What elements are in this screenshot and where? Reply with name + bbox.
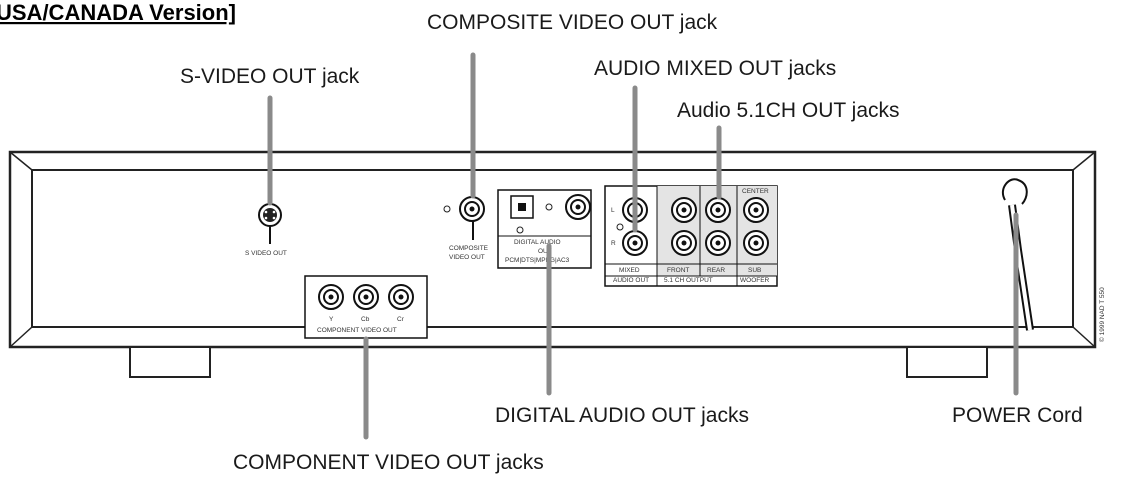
mixed-audio-r-jack: [622, 230, 648, 256]
rear-r-jack: [705, 230, 731, 256]
mixed-label-2: AUDIO OUT: [613, 277, 649, 284]
composite-label-1: COMPOSITE: [449, 245, 489, 252]
right-label: R: [611, 240, 616, 247]
callout-s-video-out: S-VIDEO OUT jack: [180, 65, 360, 88]
copyright-text: © 1999 NAD T 550: [1098, 287, 1106, 342]
component-y-jack: [318, 284, 344, 310]
center-label: CENTER: [742, 188, 769, 195]
leader-lines: [267, 52, 1019, 440]
component-cb-jack: [353, 284, 379, 310]
digital-audio-panel: DIGITAL AUDIO OUT PCM|DTS|MPEG|AC3: [497, 189, 592, 269]
digital-label-2: OUT: [538, 248, 552, 255]
callout-audio-51ch-out: Audio 5.1CH OUT jacks: [677, 99, 900, 122]
leader-ends: [269, 221, 474, 244]
digital-label-3: PCM|DTS|MPEG|AC3: [505, 257, 570, 264]
callout-composite-video-out: COMPOSITE VIDEO OUT jack: [427, 11, 718, 34]
callout-digital-audio-out: DIGITAL AUDIO OUT jacks: [495, 404, 749, 427]
callout-audio-mixed-out: AUDIO MIXED OUT jacks: [594, 57, 836, 80]
component-cr-jack: [388, 284, 414, 310]
y-label: Y: [329, 316, 334, 323]
sub-label-1: SUB: [748, 267, 761, 274]
front-label: FRONT: [667, 267, 689, 274]
callout-component-video-out: COMPONENT VIDEO OUT jacks: [233, 451, 544, 474]
subwoofer-jack: [743, 230, 769, 256]
component-label: COMPONENT VIDEO OUT: [317, 327, 397, 334]
center-jack: [743, 197, 769, 223]
component-video-panel: Y Cb Cr COMPONENT VIDEO OUT: [304, 275, 428, 339]
cb-label: Cb: [361, 316, 370, 323]
diagram-title: USA/CANADA Version]: [0, 0, 236, 25]
composite-video-jack: COMPOSITE VIDEO OUT: [443, 196, 489, 261]
output-label: 5.1 CH OUTPUT: [664, 277, 713, 284]
cr-label: Cr: [397, 316, 405, 323]
audio-output-panel: L R CENTER MIXED AUDIO OUT FRONT REAR SU…: [604, 185, 778, 287]
front-l-jack: [671, 197, 697, 223]
front-r-jack: [671, 230, 697, 256]
rear-label: REAR: [707, 267, 725, 274]
right-foot: [906, 346, 988, 378]
digital-label-1: DIGITAL AUDIO: [514, 239, 561, 246]
mixed-label-1: MIXED: [619, 267, 640, 274]
callout-power-cord: POWER Cord: [952, 404, 1083, 427]
rear-l-jack: [705, 197, 731, 223]
sub-label-2: WOOFER: [740, 277, 770, 284]
s-video-label: S VIDEO OUT: [245, 250, 287, 257]
left-foot: [129, 346, 211, 378]
left-label: L: [611, 207, 615, 214]
composite-label-2: VIDEO OUT: [449, 254, 485, 261]
